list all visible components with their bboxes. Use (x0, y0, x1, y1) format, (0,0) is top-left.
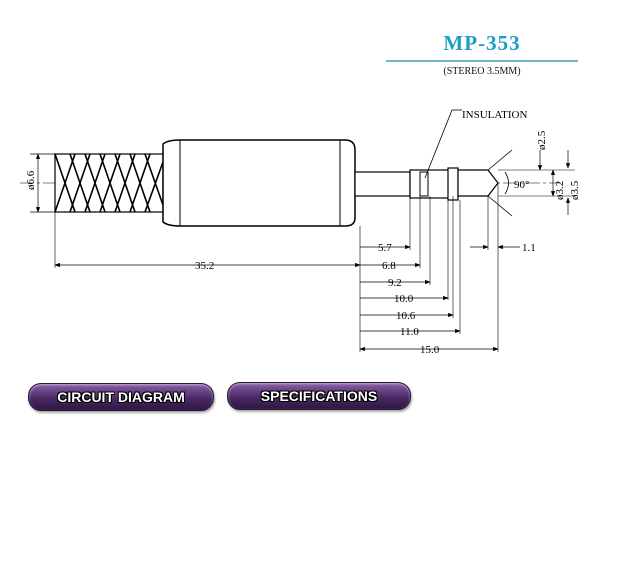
circuit-diagram-button[interactable]: CIRCUIT DIAGRAM (28, 383, 214, 411)
dim-ring-diameter: ø3.2 (554, 181, 566, 200)
dim-body-length: 35.2 (195, 260, 214, 272)
specifications-button[interactable]: SPECIFICATIONS (227, 382, 411, 410)
model-title: MP-353 (443, 31, 521, 55)
title-underline (386, 60, 578, 62)
dim-sleeve-diameter: ø3.5 (569, 180, 581, 200)
dim-15-0: 15.0 (420, 344, 440, 356)
dim-10-0: 10.0 (394, 293, 414, 305)
insulation-label: INSULATION (462, 109, 527, 121)
dim-body-diameter: ø6.6 (25, 170, 37, 190)
dim-5-7: 5.7 (378, 242, 392, 254)
specifications-label: SPECIFICATIONS (260, 388, 378, 404)
model-subtitle: (STEREO 3.5MM) (443, 66, 521, 77)
plug-body (162, 139, 356, 227)
plug-pin (354, 167, 499, 201)
knurled-grip (54, 153, 164, 213)
plug-technical-drawing: INSULATION 90° ø6.6 ø2.5 ø3.2 ø3.5 (20, 109, 581, 356)
dim-6-8: 6.8 (382, 260, 396, 272)
dim-10-6: 10.6 (396, 310, 416, 322)
circuit-diagram-label: CIRCUIT DIAGRAM (57, 389, 185, 405)
insulation-leader (424, 109, 453, 179)
angle-label: 90° (514, 179, 529, 191)
dim-9-2: 9.2 (388, 277, 402, 289)
header: MP-353 (386, 30, 578, 56)
dim-tip-gap: 1.1 (522, 242, 536, 254)
dim-11-0: 11.0 (400, 326, 419, 338)
dim-tip-diameter: ø2.5 (536, 130, 548, 150)
